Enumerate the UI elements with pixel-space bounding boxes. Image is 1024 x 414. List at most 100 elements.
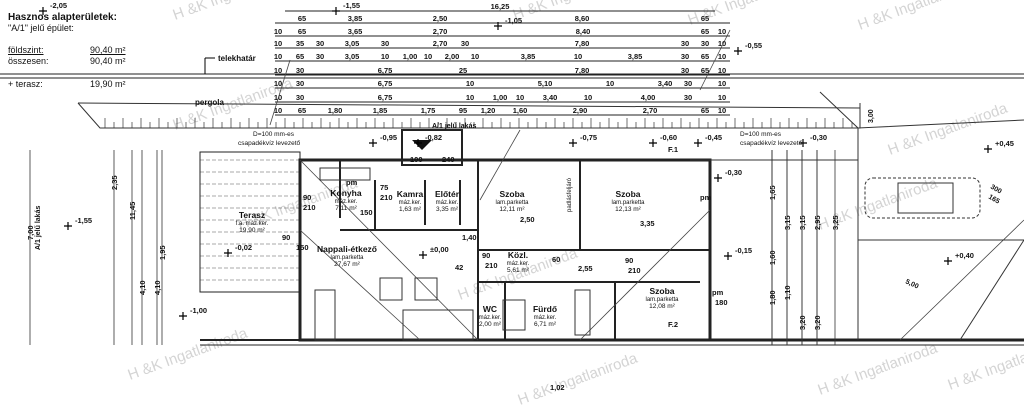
dimension-label: 2,70 — [643, 106, 658, 115]
level-cross-icon — [39, 7, 47, 15]
room-finish: máz.ker. — [399, 200, 422, 206]
room-label: Közl.máz.ker.5,61 m² — [507, 250, 530, 274]
vertical-dimension-label: 2,95 — [813, 215, 822, 230]
room-area: 27,67 m² — [334, 261, 360, 268]
dimension-label: 3,05 — [345, 39, 360, 48]
opening-label: 1,40 — [462, 233, 477, 242]
level-mark: -1,55 — [343, 1, 360, 10]
room-name: Terasz — [239, 210, 265, 220]
opening-label: 100 — [410, 155, 423, 164]
dimension-label: 30 — [296, 66, 304, 75]
level-mark: -0,15 — [735, 246, 752, 255]
level-mark: +0,45 — [995, 139, 1014, 148]
opening-label: 90 — [625, 256, 633, 265]
dimension-label: 10 — [274, 39, 282, 48]
dimension-label: 10 — [274, 52, 282, 61]
room-finish: f.á. máz.ker. — [236, 221, 269, 227]
room-finish: máz.ker. — [534, 315, 557, 321]
dimension-label: 30 — [684, 93, 692, 102]
summary-label: + terasz: — [8, 79, 43, 89]
dimension-label: 30 — [296, 93, 304, 102]
dimension-label: 16,25 — [491, 2, 510, 11]
room-finish: máz.ker. — [335, 199, 358, 205]
summary-row-groundfloor: földszint:90,40 m² — [8, 45, 133, 56]
area-summary: Hasznos alapterületek: "A/1" jelű épület… — [8, 12, 133, 90]
opening-label: pm — [700, 193, 712, 202]
roof-line — [77, 102, 861, 109]
watermark-text: H &K Ingatlaniroda — [171, 0, 296, 24]
dimension-label: 10 — [274, 106, 282, 115]
room-area: 12,11 m² — [499, 206, 525, 213]
dimension-label: 8,60 — [575, 14, 590, 23]
room-area: 1,63 m² — [399, 206, 422, 213]
level-mark: +0,40 — [955, 251, 974, 260]
opening-label: 240 — [442, 155, 455, 164]
watermark-text: H &K Ingatlaniroda — [126, 324, 251, 383]
dimension-label: 6,75 — [378, 79, 393, 88]
room-area: 2,00 m² — [479, 321, 502, 328]
dimension-label: 65 — [296, 52, 304, 61]
summary-label: összesen: — [8, 56, 49, 66]
dimension-label: 1,60 — [513, 106, 528, 115]
opening-label: 2,55 — [578, 264, 593, 273]
vertical-dimension-label: 4,10 — [138, 280, 147, 295]
dimension-label: 2,50 — [433, 14, 448, 23]
watermark-text: H &K Ingatlaniroda — [516, 349, 641, 408]
opening-label: pm — [712, 288, 724, 297]
unit-label: A/1 jelű lakás — [432, 123, 476, 130]
vertical-dimension-label: 1,65 — [768, 185, 777, 200]
dimension-label: 30 — [296, 79, 304, 88]
side-unit-label: A/1 jelű lakás — [35, 206, 42, 250]
room-finish: lam.parketta — [611, 200, 645, 206]
dimension-label: 10 — [718, 93, 726, 102]
opening-label: 75 — [380, 183, 388, 192]
level-mark: -0,30 — [725, 168, 742, 177]
opening-label: 210 — [485, 261, 498, 270]
dimension-label: 2,70 — [433, 27, 448, 36]
watermark-text: H &K Ingatlaniroda — [886, 99, 1011, 158]
summary-value: 19,90 m² — [90, 79, 126, 89]
room-area: 6,71 m² — [534, 321, 557, 328]
dimension-label: 65 — [701, 14, 709, 23]
dimension-label: 10 — [381, 52, 389, 61]
level-mark: -2,05 — [50, 1, 67, 10]
dimension-label: 3,85 — [348, 14, 363, 23]
pergola-ticks — [104, 118, 853, 281]
opening-label: 2,50 — [520, 215, 535, 224]
dimension-label: 3,85 — [521, 52, 536, 61]
level-mark: -0,30 — [810, 133, 827, 142]
dimension-label: 2,90 — [573, 106, 588, 115]
vertical-dimension-label: 3,15 — [798, 215, 807, 230]
level-mark: -0,75 — [580, 133, 597, 142]
room-finish: lam.parketta — [495, 200, 529, 206]
room-finish: lam.parketta — [645, 297, 679, 303]
dimension-label: 10 — [718, 27, 726, 36]
dimension-label: 10 — [274, 79, 282, 88]
dimension-label: 35 — [296, 39, 304, 48]
driveway — [690, 91, 1024, 341]
vertical-dimension-label: 3,20 — [798, 315, 807, 330]
dimension-label: 30 — [316, 39, 324, 48]
summary-value: 90,40 m² — [90, 56, 126, 66]
room-area: 7,11 m² — [335, 205, 357, 212]
dimension-label: 30 — [381, 39, 389, 48]
dimension-label: 30 — [681, 39, 689, 48]
roof-outline — [77, 102, 861, 129]
dimension-label: 65 — [701, 52, 709, 61]
dimension-label: 3,40 — [658, 79, 673, 88]
drain-label-left: D=100 mm-es — [253, 131, 295, 138]
room-area: 12,13 m² — [615, 206, 641, 213]
drain-label-right: D=100 mm-es — [740, 131, 782, 138]
level-mark: -0,60 — [660, 133, 677, 142]
vertical-dimension-label: 7,00 — [26, 225, 35, 240]
opening-label: 1,02 — [550, 383, 565, 392]
opening-label: 150 — [360, 208, 373, 217]
room-finish: lam.parketta — [330, 255, 364, 261]
